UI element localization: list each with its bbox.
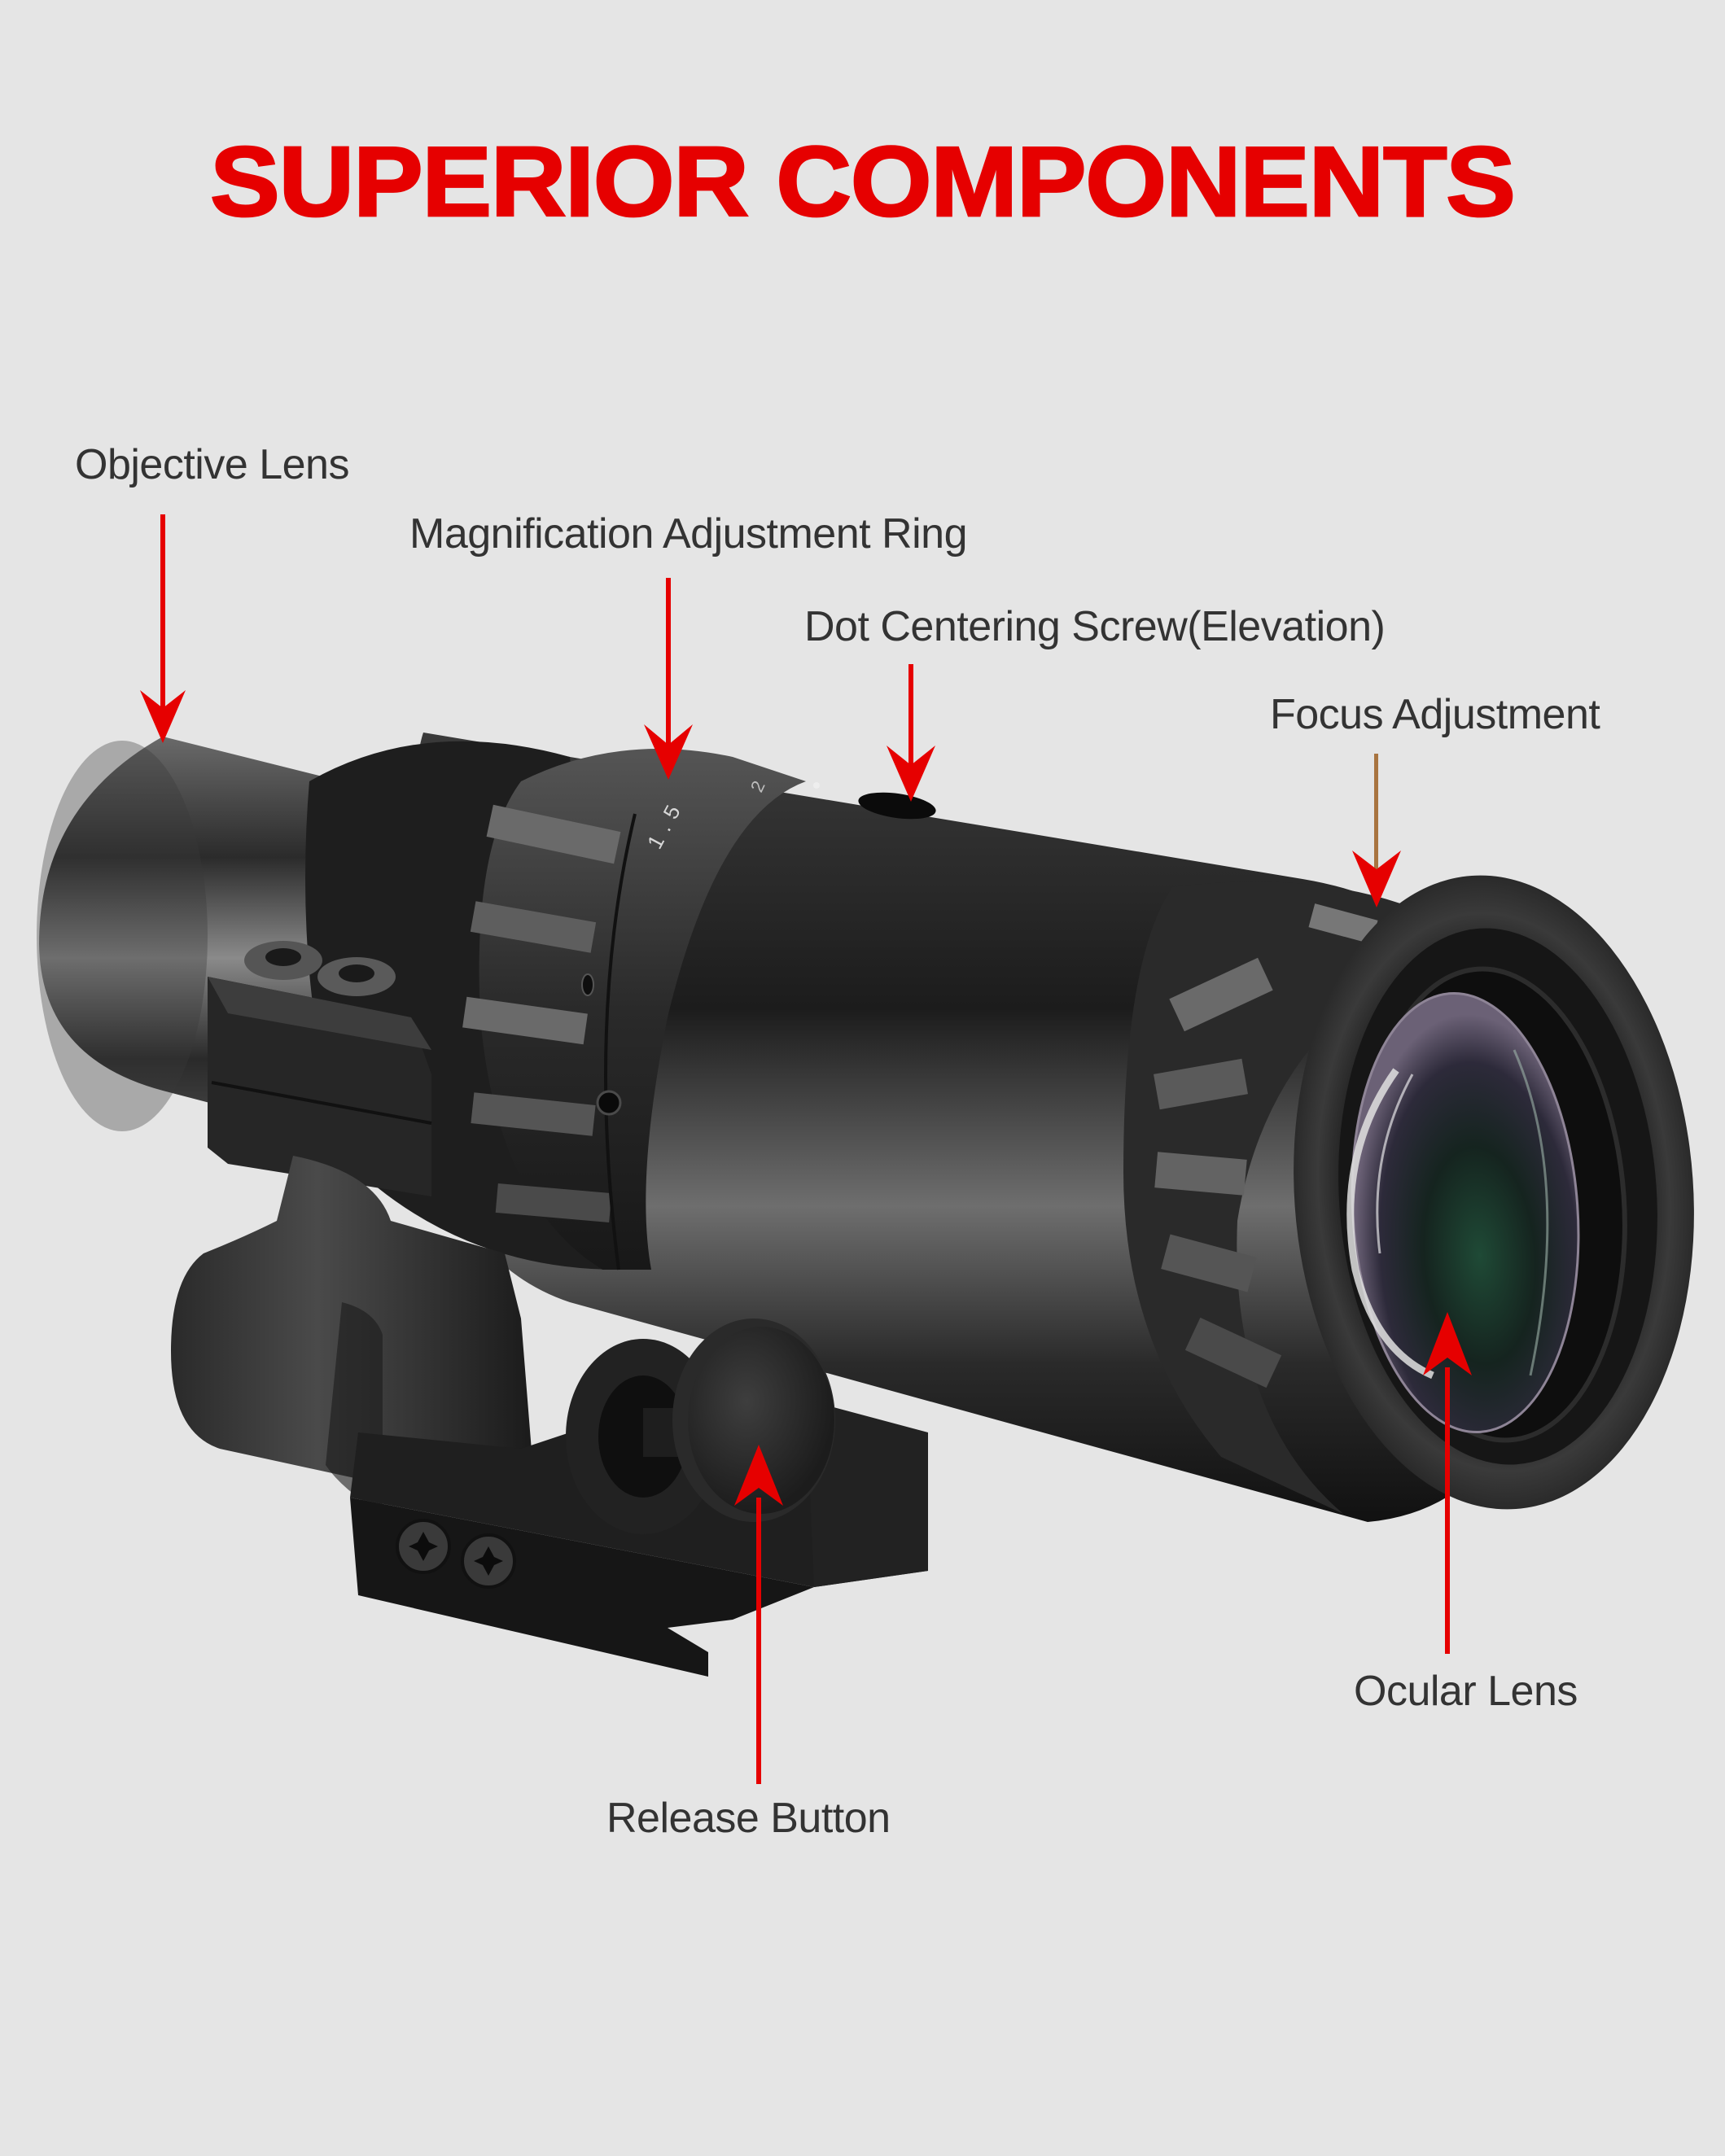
magnification-ring-arrow-icon — [644, 578, 693, 780]
label-objective-lens: Objective Lens — [75, 441, 349, 488]
mount-torx-screw-icon — [396, 1519, 451, 1574]
label-dot-centering-screw: Dot Centering Screw(Elevation) — [804, 603, 1386, 650]
mount-torx-screw-icon — [461, 1533, 516, 1589]
top-clamp — [208, 941, 432, 1196]
dot-centering-screw-hole — [858, 792, 936, 820]
label-release-button: Release Button — [606, 1795, 891, 1842]
magnification-ring: 1.5 2 — [462, 749, 820, 1270]
release-button-graphic — [566, 1319, 835, 1534]
release-button-arrow-icon — [734, 1445, 783, 1784]
page-title: SUPERIOR COMPONENTS — [209, 126, 1517, 238]
label-focus-adjustment: Focus Adjustment — [1270, 691, 1600, 738]
dot-centering-arrow-icon — [887, 664, 935, 802]
label-magnification-adjustment-ring: Magnification Adjustment Ring — [409, 510, 968, 558]
objective-lens-arrow-icon — [140, 514, 186, 743]
clamp-screw-icon — [317, 957, 396, 996]
focus-ring — [1123, 881, 1465, 1514]
focus-adjustment-arrow-icon — [1352, 754, 1401, 907]
clamp-screw-icon — [244, 941, 322, 980]
ocular-assembly — [1294, 875, 1694, 1510]
ocular-lens-arrow-icon — [1423, 1312, 1472, 1654]
label-ocular-lens: Ocular Lens — [1354, 1668, 1578, 1715]
